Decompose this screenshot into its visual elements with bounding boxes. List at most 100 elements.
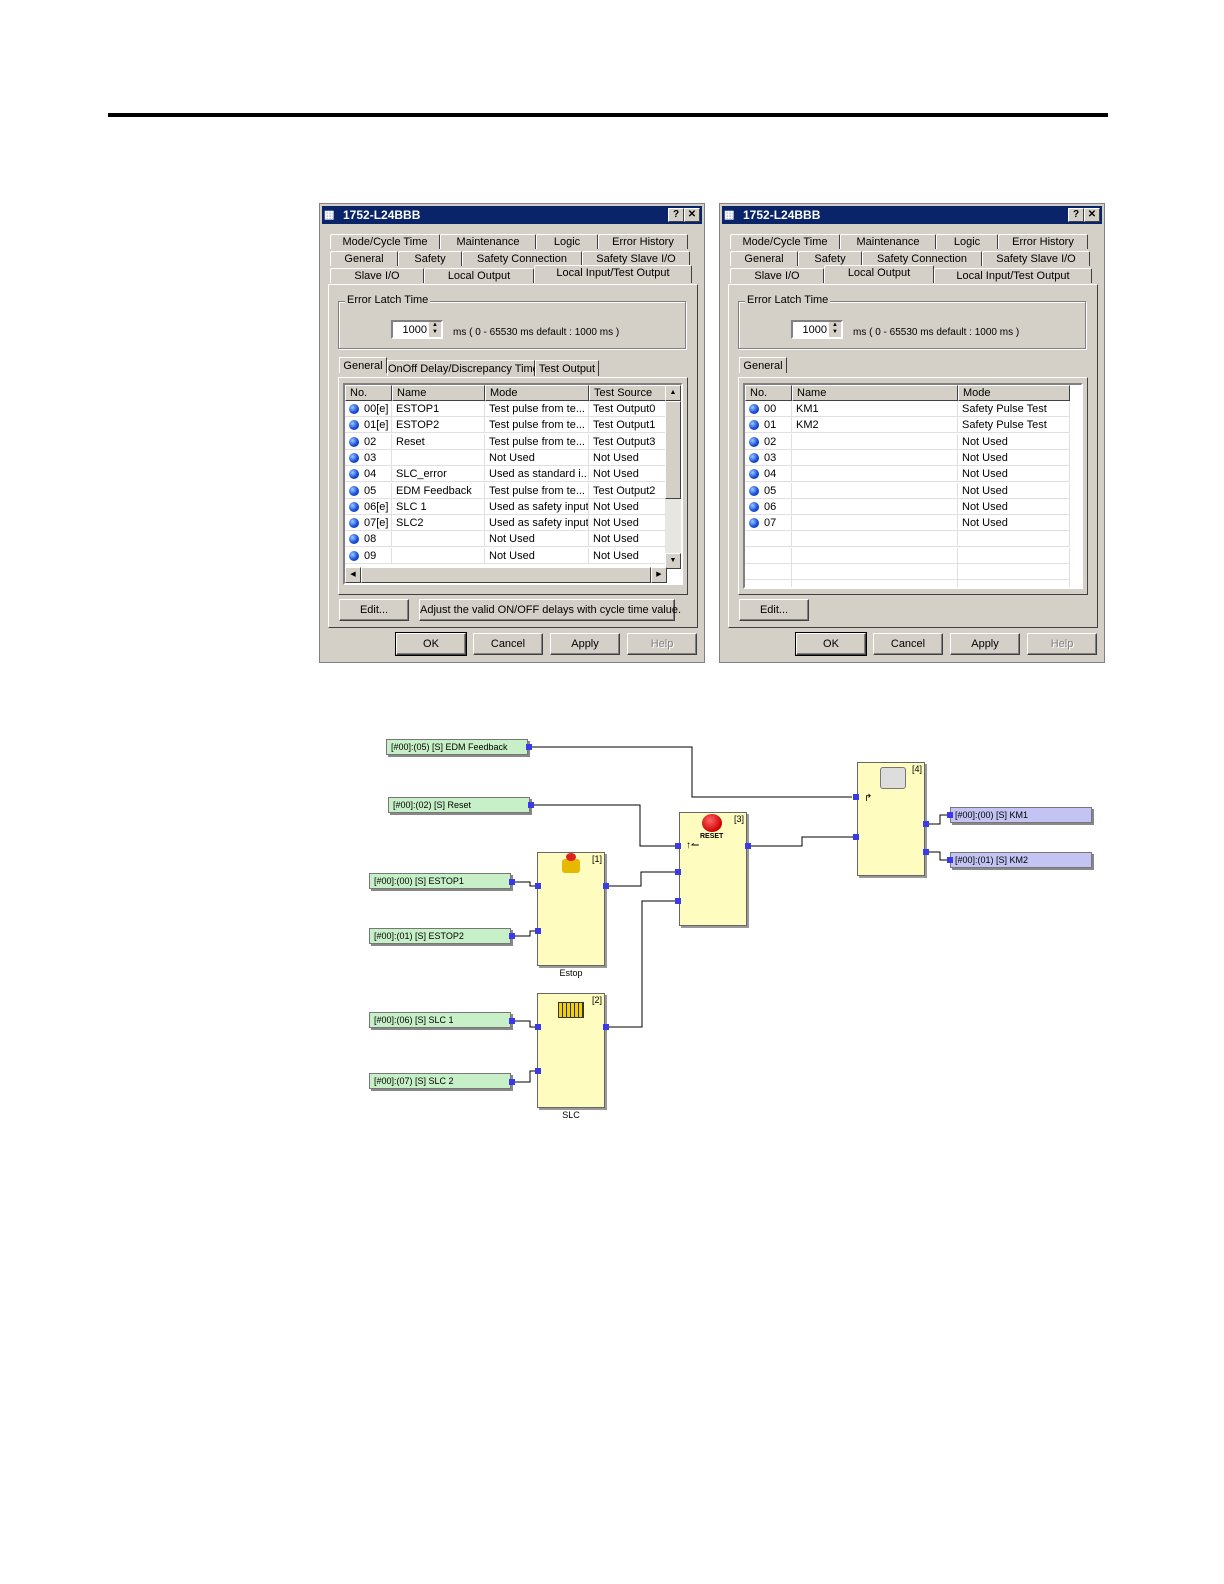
subtab-onoff-delay-discrepancy-time[interactable]: OnOff Delay/Discrepancy Time [387,360,539,376]
cell-no: 06 [745,498,792,515]
cancel-button[interactable]: Cancel [473,633,543,655]
tab-local-output[interactable]: Local Output [824,265,934,283]
tab-maintenance[interactable]: Maintenance [440,234,536,249]
input-tag-reset[interactable]: [#00]:(02) [S] Reset [388,797,530,813]
scroll-left-icon[interactable]: ◀ [345,567,361,583]
subtab-test-output[interactable]: Test Output [535,360,599,376]
subtab-general[interactable]: General [339,357,387,373]
column-header[interactable]: Name [792,385,958,401]
input-tag-slc2[interactable]: [#00]:(07) [S] SLC 2 [369,1073,511,1089]
output-tag-km1[interactable]: [#00]:(00) [S] KM1 [950,807,1092,823]
ok-button[interactable]: OK [395,632,467,656]
cell-mode: Used as safety input [485,498,589,515]
adjust-delays-button[interactable]: Adjust the valid ON/OFF delays with cycl… [419,599,681,621]
scroll-right-icon[interactable]: ▶ [651,567,667,583]
column-header[interactable]: Mode [958,385,1070,401]
pin [509,933,515,939]
tab-error-history[interactable]: Error History [598,234,688,249]
window-title: 1752-L24BBB [743,208,821,222]
scroll-down-icon[interactable]: ▼ [665,553,681,569]
slc-block[interactable]: [2] [537,993,605,1108]
estop-label: Estop [559,968,583,978]
column-header[interactable]: No. [745,385,792,401]
output-tag-km2[interactable]: [#00]:(01) [S] KM2 [950,852,1092,868]
tab-safety[interactable]: Safety [798,251,862,266]
tab-mode-cycle-time[interactable]: Mode/Cycle Time [730,234,840,249]
cell-mode: Safety Pulse Test [958,401,1070,417]
tab-panel: Error Latch Time 1000 ▲▼ ms ( 0 - 65530 … [328,284,698,628]
tab-error-history[interactable]: Error History [998,234,1088,249]
tab-general[interactable]: General [730,251,798,266]
edm-block[interactable]: ↱ [4] [857,762,925,876]
estop-block[interactable]: [1] [537,852,605,966]
cell-no: 07 [745,515,792,532]
column-header[interactable]: No. [345,385,392,401]
apply-button[interactable]: Apply [550,633,620,655]
tab-mode-cycle-time[interactable]: Mode/Cycle Time [330,234,440,249]
tab-safety-slave-i-o[interactable]: Safety Slave I/O [582,251,690,266]
spinner-arrows-icon[interactable]: ▲▼ [829,322,841,337]
error-latch-spinner[interactable]: 1000 ▲▼ [391,320,443,339]
edit-button[interactable]: Edit... [339,599,409,621]
block-id: [4] [911,764,922,774]
subtab-general[interactable]: General [739,357,787,373]
ok-button[interactable]: OK [795,632,867,656]
tab-slave-i-o[interactable]: Slave I/O [330,268,424,283]
pin [535,1024,541,1030]
vertical-scrollbar[interactable]: ▲ ▼ [665,385,681,569]
tab-local-input-test-output[interactable]: Local Input/Test Output [534,265,692,283]
tab-local-input-test-output[interactable]: Local Input/Test Output [934,268,1092,283]
help-title-button[interactable]: ? [1068,208,1084,222]
tab-general[interactable]: General [330,251,398,266]
tab-logic[interactable]: Logic [936,234,998,249]
spinner-arrows-icon[interactable]: ▲▼ [429,322,441,337]
input-tag-edm[interactable]: [#00]:(05) [S] EDM Feedback [386,739,528,755]
tab-maintenance[interactable]: Maintenance [840,234,936,249]
reset-block[interactable]: RESET ↑↼ [3] [679,812,747,926]
tab-safety[interactable]: Safety [398,251,462,266]
scroll-up-icon[interactable]: ▲ [665,385,681,401]
column-header[interactable]: Mode [485,385,589,401]
close-title-button[interactable]: ✕ [684,208,700,222]
column-header[interactable]: Name [392,385,485,401]
status-ball-icon [749,420,759,431]
input-tag-slc1[interactable]: [#00]:(06) [S] SLC 1 [369,1012,511,1028]
tab-safety-connection[interactable]: Safety Connection [862,251,982,266]
input-tag-estop1[interactable]: [#00]:(00) [S] ESTOP1 [369,873,511,889]
tab-local-output[interactable]: Local Output [424,268,534,283]
apply-button[interactable]: Apply [950,633,1020,655]
input-tag-estop2[interactable]: [#00]:(01) [S] ESTOP2 [369,928,511,944]
tab-slave-i-o[interactable]: Slave I/O [730,268,824,283]
status-ball-icon [349,550,359,561]
tab-safety-slave-i-o[interactable]: Safety Slave I/O [982,251,1090,266]
cancel-button[interactable]: Cancel [873,633,943,655]
close-title-button[interactable]: ✕ [1084,208,1100,222]
help-title-button[interactable]: ? [668,208,684,222]
error-latch-spinner[interactable]: 1000 ▲▼ [791,320,843,339]
cell-no: 05 [745,482,792,499]
horizontal-scrollbar[interactable]: ◀ ▶ [345,567,667,583]
scroll-thumb[interactable] [665,401,681,499]
tab-logic[interactable]: Logic [536,234,598,249]
column-header[interactable]: Test Source [589,385,669,401]
edit-button[interactable]: Edit... [739,599,809,621]
h-scroll-thumb[interactable] [361,567,651,583]
tab-safety-connection[interactable]: Safety Connection [462,251,582,266]
